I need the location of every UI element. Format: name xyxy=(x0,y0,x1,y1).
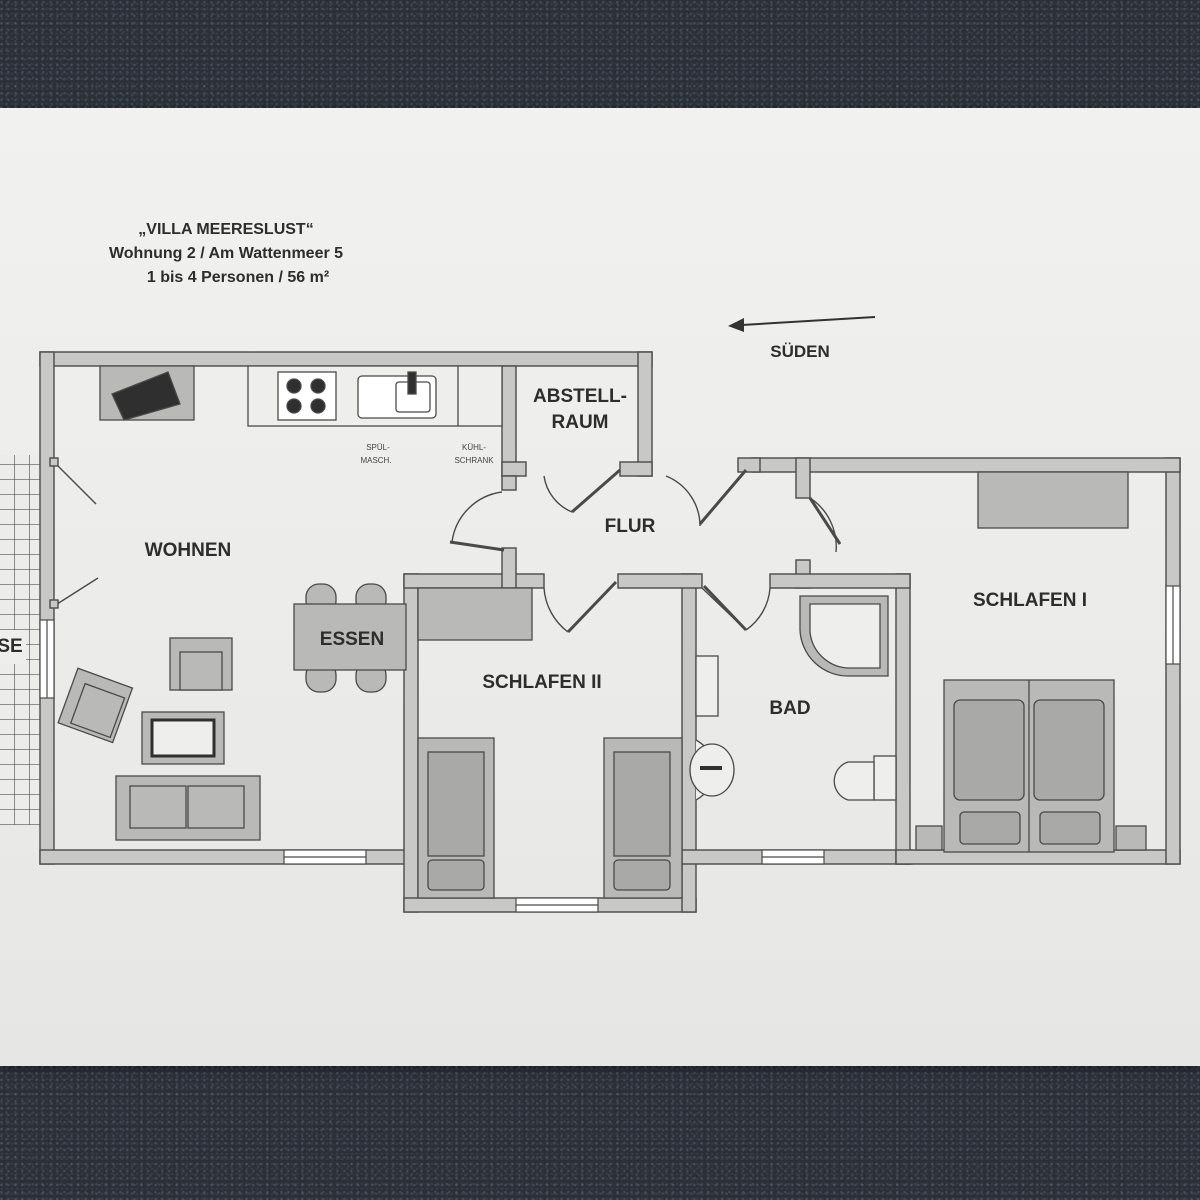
label-spuelmaschine-line1: SPÜL- xyxy=(366,443,390,452)
compass-label: SÜDEN xyxy=(770,342,830,361)
windows xyxy=(39,585,1181,913)
title-line-3: 1 bis 4 Personen / 56 m² xyxy=(147,269,329,286)
floor-plan-sheet: „VILLA MEERESLUST“ Wohnung 2 / Am Watten… xyxy=(0,108,1200,1066)
floor-plan-drawing: „VILLA MEERESLUST“ Wohnung 2 / Am Watten… xyxy=(0,221,1181,913)
furniture xyxy=(57,365,1147,899)
label-spuelmaschine-line2: MASCH. xyxy=(360,456,391,465)
room-label-schlafen-1: SCHLAFEN I xyxy=(973,590,1087,611)
label-kuehlschrank-line1: KÜHL- xyxy=(462,443,486,452)
room-label-abstellraum-line1: ABSTELL- xyxy=(533,386,627,407)
south-arrow-icon xyxy=(728,316,876,332)
room-label-abstellraum-line2: RAUM xyxy=(552,412,609,433)
room-label-bad: BAD xyxy=(769,698,810,719)
doors xyxy=(49,457,842,634)
room-label-essen: ESSEN xyxy=(320,629,384,650)
room-label-flur: FLUR xyxy=(605,516,656,537)
title-line-2: Wohnung 2 / Am Wattenmeer 5 xyxy=(109,245,343,262)
stove xyxy=(277,371,337,421)
tv-icon xyxy=(111,371,181,421)
label-kuehlschrank-line2: SCHRANK xyxy=(454,456,494,465)
room-label-schlafen-2: SCHLAFEN II xyxy=(482,672,601,693)
room-label-terrasse-fragment: SE xyxy=(0,636,23,657)
title-line-1: „VILLA MEERESLUST“ xyxy=(138,221,313,238)
room-label-wohnen: WOHNEN xyxy=(145,540,232,561)
